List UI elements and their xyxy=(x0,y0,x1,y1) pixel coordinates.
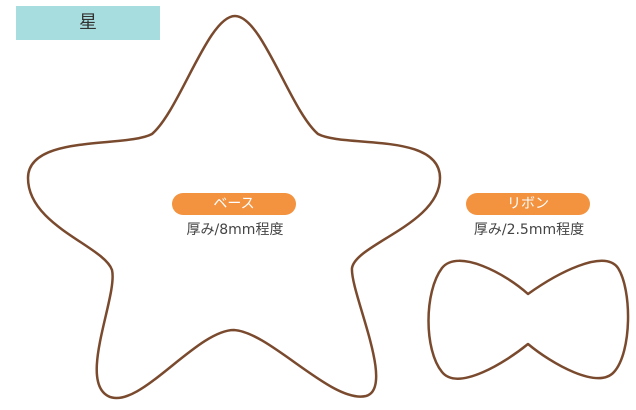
ribbon-label: リボン xyxy=(466,193,590,215)
base-label-text: ベース xyxy=(213,196,255,212)
base-thickness-caption: 厚み/8mm程度 xyxy=(186,222,284,238)
base-label: ベース xyxy=(172,193,296,215)
page-title: 星 xyxy=(79,12,97,33)
star-outline xyxy=(26,14,442,400)
ribbon-thickness-caption: 厚み/2.5mm程度 xyxy=(473,222,585,238)
title-tab: 星 xyxy=(16,6,160,40)
ribbon-outline xyxy=(427,259,630,380)
ribbon-label-text: リボン xyxy=(507,196,549,212)
